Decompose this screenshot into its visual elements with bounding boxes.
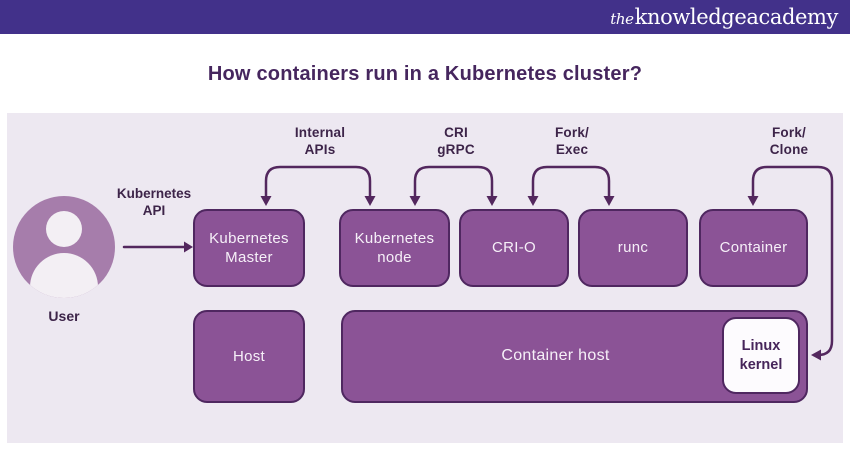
- kubernetes-node-line2: node: [377, 249, 412, 266]
- user-label: User: [48, 308, 80, 324]
- logo-knowledgeacademy: knowledgeacademy: [634, 5, 839, 29]
- internal-apis-line2: APIs: [304, 142, 336, 157]
- user-avatar: [13, 196, 115, 298]
- header-bar: theknowledgeacademy: [0, 0, 850, 34]
- kubernetes-node-box: Kubernetes node: [339, 209, 450, 287]
- container-box: Container: [699, 209, 808, 287]
- host-box: Host: [193, 310, 305, 403]
- runc-label: runc: [617, 239, 649, 257]
- linux-kernel-line1: Linux: [741, 337, 781, 354]
- kubernetes-api-label-line2: API: [142, 203, 166, 218]
- fork-exec-line2: Exec: [555, 142, 589, 157]
- container-label: Container: [719, 239, 788, 257]
- linux-kernel-line2: kernel: [739, 356, 783, 373]
- logo-the: the: [610, 10, 634, 28]
- fork-clone-line2: Clone: [769, 142, 809, 157]
- kubernetes-node-line1: Kubernetes: [354, 229, 435, 247]
- kubernetes-api-label: Kubernetes API: [104, 185, 204, 219]
- page-title: How containers run in a Kubernetes clust…: [207, 63, 643, 85]
- cri-grpc-line1: CRI: [444, 125, 468, 140]
- linux-kernel-box: Linux kernel: [722, 317, 800, 394]
- cri-grpc-label: CRI gRPC: [411, 124, 501, 158]
- crio-box: CRI-O: [459, 209, 569, 287]
- fork-exec-label: Fork/ Exec: [527, 124, 617, 158]
- host-label: Host: [232, 347, 266, 365]
- kubernetes-master-box: Kubernetes Master: [193, 209, 305, 287]
- fork-exec-line1: Fork/: [554, 125, 589, 140]
- knowledge-academy-logo: theknowledgeacademy: [610, 0, 838, 34]
- internal-apis-label: Internal APIs: [275, 124, 365, 158]
- kubernetes-api-label-line1: Kubernetes: [116, 186, 192, 201]
- fork-clone-line1: Fork/: [771, 125, 806, 140]
- user-icon: [46, 211, 82, 247]
- kubernetes-master-line1: Kubernetes: [209, 229, 289, 247]
- cri-grpc-line2: gRPC: [437, 142, 475, 157]
- user-icon-torso: [30, 253, 98, 298]
- kubernetes-master-line2: Master: [225, 249, 273, 266]
- kubernetes-node-label: Kubernetes node: [355, 229, 435, 268]
- kubernetes-master-label: Kubernetes Master: [209, 229, 289, 268]
- fork-clone-label: Fork/ Clone: [744, 124, 834, 158]
- crio-label: CRI-O: [492, 239, 536, 257]
- linux-kernel-label: Linux kernel: [740, 337, 783, 375]
- runc-box: runc: [578, 209, 688, 287]
- internal-apis-line1: Internal: [294, 125, 346, 140]
- container-host-label: Container host: [501, 347, 610, 365]
